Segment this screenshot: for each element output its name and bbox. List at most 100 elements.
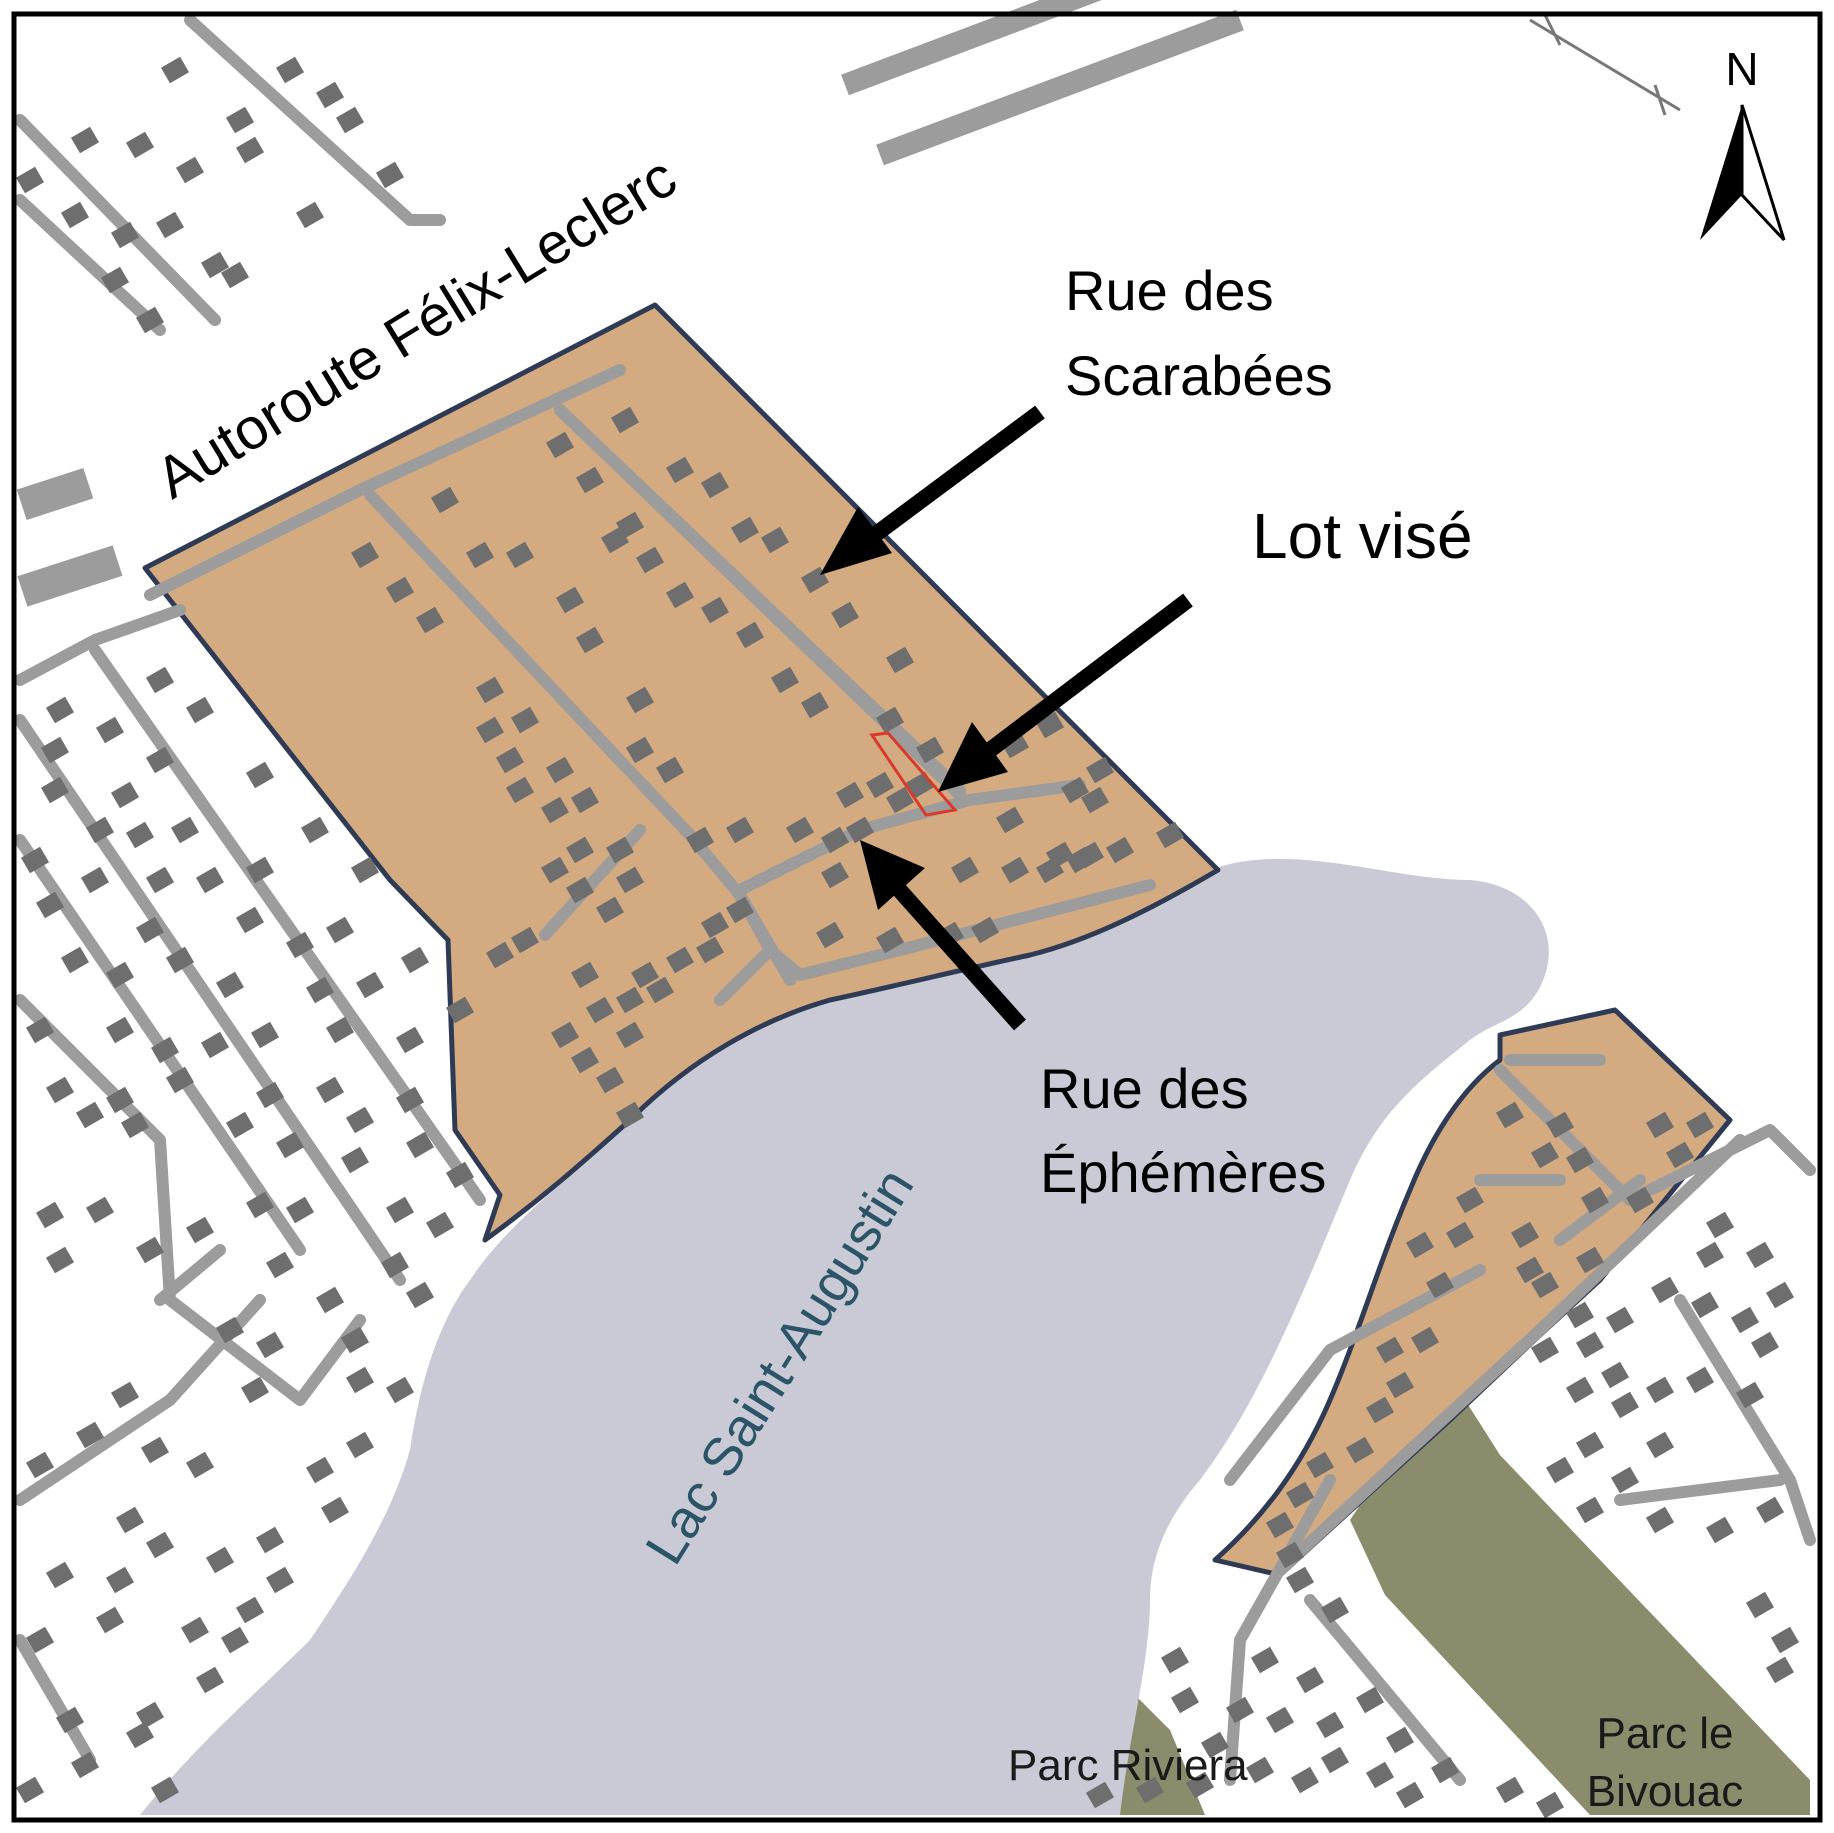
building xyxy=(1765,1281,1795,1309)
building xyxy=(1565,1146,1595,1174)
building xyxy=(275,56,305,84)
building xyxy=(425,1211,455,1239)
building xyxy=(1545,1456,1575,1484)
building xyxy=(350,541,380,569)
building xyxy=(385,576,415,604)
building xyxy=(185,1216,215,1244)
highway-ramp-2 xyxy=(876,9,1244,166)
building xyxy=(110,781,140,809)
building xyxy=(1645,1506,1675,1534)
arrow-scarabees-shaft xyxy=(867,405,1045,544)
building xyxy=(145,1531,175,1559)
road xyxy=(1224,1264,1486,1486)
building xyxy=(110,221,140,249)
building xyxy=(1085,1781,1115,1809)
building xyxy=(25,1451,55,1479)
road xyxy=(1614,1474,1786,1506)
roads-layer xyxy=(14,14,1816,1786)
building xyxy=(355,971,385,999)
building xyxy=(1430,1756,1460,1784)
building xyxy=(995,806,1025,834)
annotation-ephemeres-line2: Éphémères xyxy=(1040,1141,1326,1204)
building xyxy=(615,1101,645,1129)
building xyxy=(165,946,195,974)
building xyxy=(285,1196,315,1224)
building xyxy=(105,961,135,989)
building xyxy=(225,1111,255,1139)
building xyxy=(1770,1626,1800,1654)
building xyxy=(305,976,335,1004)
building xyxy=(570,961,600,989)
building xyxy=(885,786,915,814)
building xyxy=(505,541,535,569)
building xyxy=(60,946,90,974)
building xyxy=(400,946,430,974)
building xyxy=(60,201,90,229)
building xyxy=(1645,1111,1675,1139)
building xyxy=(1410,1326,1440,1354)
building xyxy=(265,1566,295,1594)
building xyxy=(255,1081,285,1109)
building xyxy=(760,526,790,554)
building xyxy=(575,626,605,654)
building xyxy=(1735,1381,1765,1409)
building xyxy=(335,106,365,134)
road xyxy=(184,14,446,226)
building xyxy=(345,1431,375,1459)
building xyxy=(785,816,815,844)
building xyxy=(305,1456,335,1484)
building xyxy=(80,866,110,894)
building xyxy=(235,1596,265,1624)
highway-stub-2 xyxy=(17,545,123,607)
building xyxy=(1065,846,1095,874)
building xyxy=(140,1436,170,1464)
building xyxy=(100,266,130,294)
building xyxy=(1610,1466,1640,1494)
lake-saint-augustin xyxy=(140,858,1549,1815)
building xyxy=(325,916,355,944)
building xyxy=(1495,1776,1525,1804)
building xyxy=(75,1101,105,1129)
road xyxy=(764,879,1156,981)
railway-tick-1 xyxy=(1543,14,1562,46)
building xyxy=(1685,1111,1715,1139)
building xyxy=(205,1546,235,1574)
building xyxy=(1545,1111,1575,1139)
building xyxy=(25,1626,55,1654)
building xyxy=(820,861,850,889)
building xyxy=(1035,856,1065,884)
building xyxy=(970,916,1000,944)
building xyxy=(1625,1186,1655,1214)
highway-band xyxy=(14,120,820,560)
building xyxy=(725,816,755,844)
building xyxy=(1315,1711,1345,1739)
building xyxy=(1685,1366,1715,1394)
road xyxy=(1304,1594,1466,1786)
building xyxy=(465,541,495,569)
arrow-lot-head xyxy=(938,722,1008,792)
building xyxy=(285,931,315,959)
building xyxy=(235,906,265,934)
highway-layer xyxy=(14,0,1681,607)
building xyxy=(625,686,655,714)
building xyxy=(375,161,405,189)
annotation-arrows xyxy=(867,405,1193,1031)
building xyxy=(1000,856,1030,884)
building xyxy=(295,201,325,229)
building xyxy=(645,976,675,1004)
road xyxy=(14,114,221,326)
building xyxy=(1375,1336,1405,1364)
building xyxy=(70,1751,100,1779)
building xyxy=(575,466,605,494)
building xyxy=(245,856,275,884)
arrow-scarabees-head xyxy=(820,507,892,575)
zone-southeast xyxy=(1212,1007,1733,1578)
building xyxy=(700,471,730,499)
building xyxy=(665,946,695,974)
building xyxy=(125,131,155,159)
building xyxy=(350,856,380,884)
building xyxy=(70,126,100,154)
building xyxy=(615,1021,645,1049)
building xyxy=(160,56,190,84)
building xyxy=(45,1561,75,1589)
